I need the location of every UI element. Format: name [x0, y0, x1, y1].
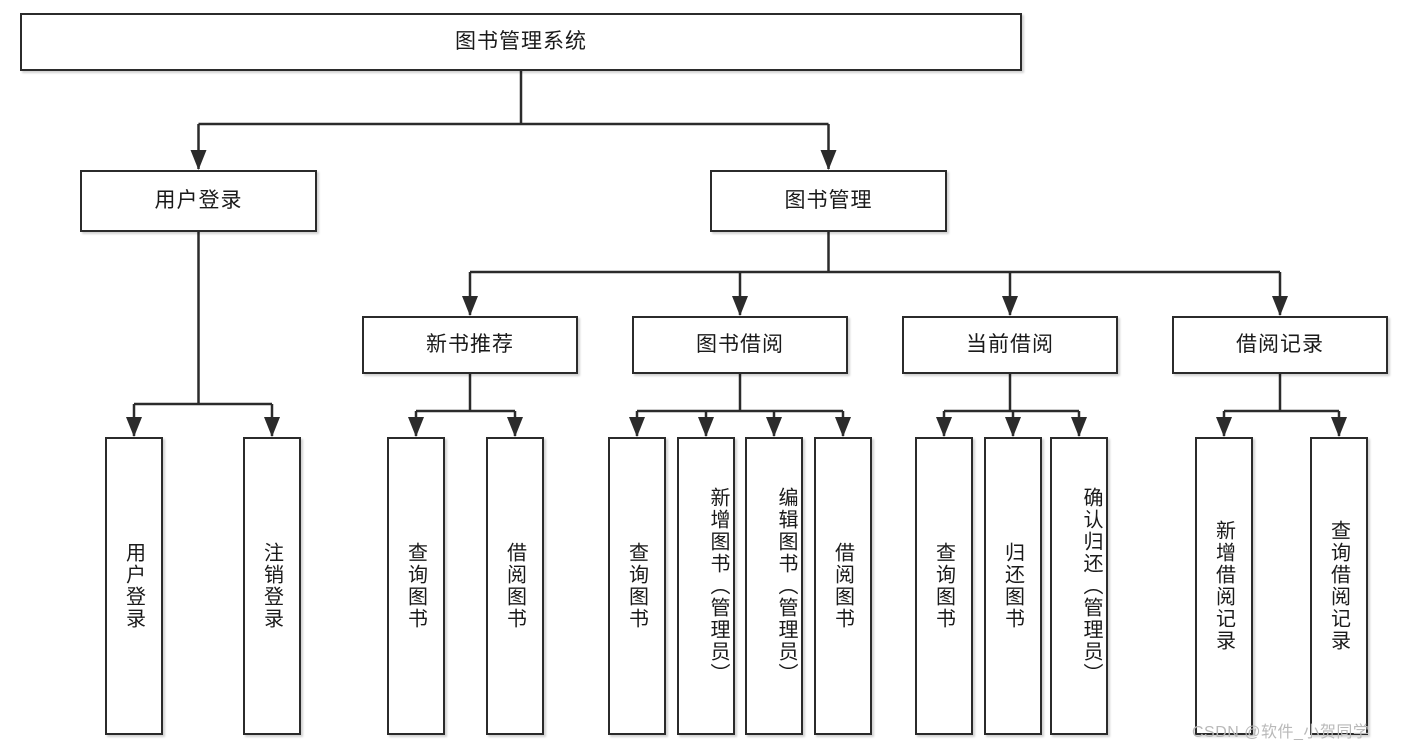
edge-current-to-confirm-arrowhead — [1071, 417, 1087, 437]
edge-records-to-add-arrowhead — [1216, 417, 1232, 437]
node-l1_a[interactable]: 用户登录 — [80, 170, 317, 232]
node-label: 新增图书（管理员） — [707, 487, 729, 685]
node-leaf_07[interactable]: 编辑图书（管理员） — [745, 437, 803, 735]
node-label: 归还图书 — [1001, 542, 1024, 630]
node-label: 用户登录 — [154, 189, 243, 213]
edge-records-to-query-arrowhead — [1331, 417, 1347, 437]
edge-borrow-to-borrow-arrowhead — [835, 417, 851, 437]
edge-new-book-to-borrow-arrowhead — [507, 417, 523, 437]
node-label: 编辑图书（管理员） — [775, 487, 797, 685]
node-label: 查询图书 — [625, 542, 648, 630]
node-leaf_04[interactable]: 借阅图书 — [486, 437, 544, 735]
watermark-label: CSDN @软件_小贺同学 — [1192, 724, 1370, 741]
edge-root-to-user-login-arrowhead — [190, 150, 207, 170]
node-label: 用户登录 — [122, 542, 145, 630]
node-label: 查询借阅记录 — [1327, 520, 1350, 652]
node-label: 借阅图书 — [503, 542, 526, 630]
node-l1_b[interactable]: 图书管理 — [710, 170, 947, 232]
node-leaf_08[interactable]: 借阅图书 — [814, 437, 872, 735]
edge-current-to-return-arrowhead — [1005, 417, 1021, 437]
node-label: 图书管理系统 — [455, 30, 587, 54]
edge-current-to-query-arrowhead — [936, 417, 952, 437]
node-label: 查询图书 — [404, 542, 427, 630]
edge-borrow-to-add-arrowhead — [698, 417, 714, 437]
node-root[interactable]: 图书管理系统 — [20, 13, 1022, 71]
node-label: 借阅图书 — [831, 542, 854, 630]
node-leaf_10[interactable]: 归还图书 — [984, 437, 1042, 735]
node-leaf_02[interactable]: 注销登录 — [243, 437, 301, 735]
node-l2_b[interactable]: 图书借阅 — [632, 316, 848, 374]
node-leaf_09[interactable]: 查询图书 — [915, 437, 973, 735]
node-label: 借阅记录 — [1236, 333, 1324, 357]
node-label: 注销登录 — [260, 542, 283, 630]
node-label: 新书推荐 — [426, 333, 514, 357]
edge-borrow-to-edit-arrowhead — [766, 417, 782, 437]
node-l2_a[interactable]: 新书推荐 — [362, 316, 578, 374]
node-l2_d[interactable]: 借阅记录 — [1172, 316, 1388, 374]
edge-borrow-to-query-arrowhead — [629, 417, 645, 437]
node-label: 当前借阅 — [966, 333, 1054, 357]
node-l2_c[interactable]: 当前借阅 — [902, 316, 1118, 374]
node-label: 图书管理 — [784, 189, 873, 213]
edge-book-management-to-records-arrowhead — [1272, 296, 1288, 316]
edge-root-to-book-management-arrowhead — [820, 150, 837, 170]
edge-book-management-to-new-book-arrowhead — [462, 296, 478, 316]
node-leaf_03[interactable]: 查询图书 — [387, 437, 445, 735]
node-label: 新增借阅记录 — [1212, 520, 1235, 652]
node-leaf_01[interactable]: 用户登录 — [105, 437, 163, 735]
node-leaf_12[interactable]: 新增借阅记录 — [1195, 437, 1253, 735]
node-label: 查询图书 — [932, 542, 955, 630]
node-label: 确认归还（管理员） — [1080, 487, 1102, 685]
edge-book-management-to-current-arrowhead — [1002, 296, 1018, 316]
edge-user-login-to-logout-arrowhead — [264, 417, 280, 437]
node-label: 图书借阅 — [696, 333, 784, 357]
edge-new-book-to-query-arrowhead — [408, 417, 424, 437]
node-leaf_11[interactable]: 确认归还（管理员） — [1050, 437, 1108, 735]
node-leaf_13[interactable]: 查询借阅记录 — [1310, 437, 1368, 735]
node-leaf_05[interactable]: 查询图书 — [608, 437, 666, 735]
edge-book-management-to-borrow-arrowhead — [732, 296, 748, 316]
node-leaf_06[interactable]: 新增图书（管理员） — [677, 437, 735, 735]
edge-user-login-to-login-arrowhead — [126, 417, 142, 437]
